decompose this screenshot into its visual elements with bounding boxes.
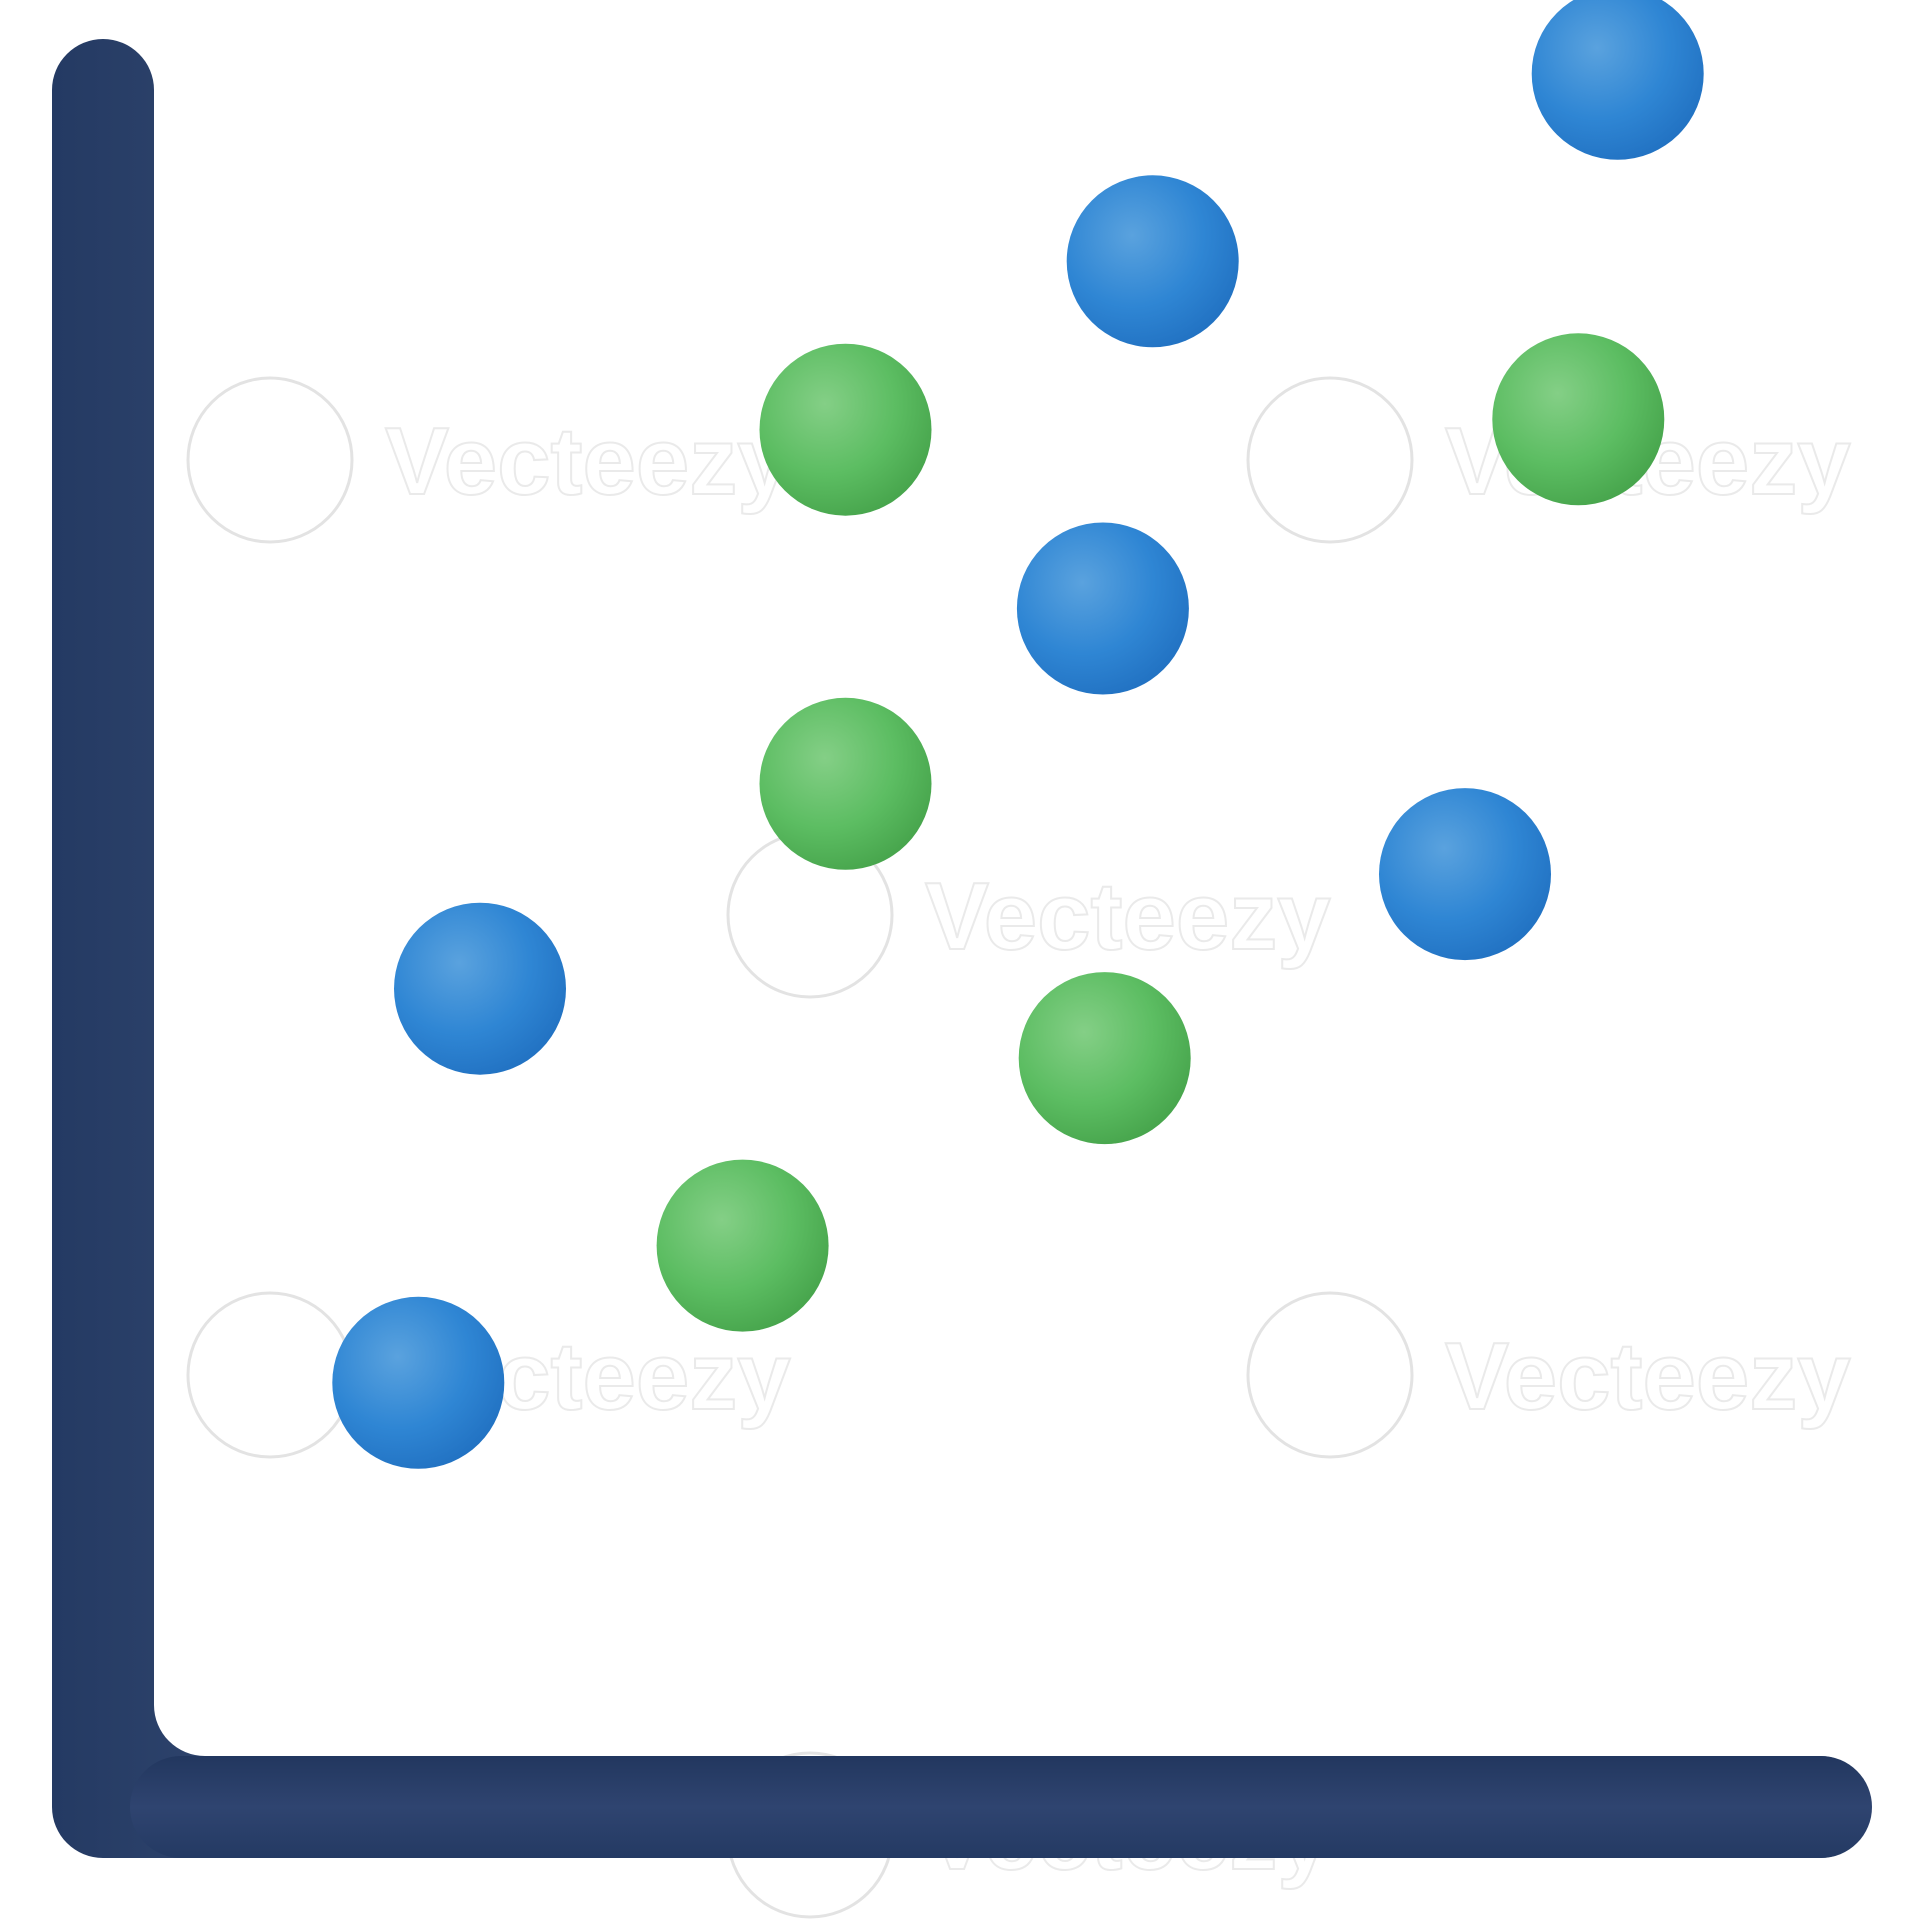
watermark-logo-icon [1246,376,1414,544]
scatter-point-blue [394,902,566,1075]
scatter-point-green [656,1159,829,1332]
scatter-point-blue [1531,0,1704,160]
watermark-logo-icon [186,376,354,544]
scatter-point-blue [1066,175,1239,348]
scatter-point-green [759,697,932,870]
watermark-mark: Vecteezy [186,376,792,544]
watermark-mark: Vecteezy [1246,1291,1852,1459]
scatter-point-green [1018,972,1191,1145]
watermark-logo-icon [186,1291,354,1459]
watermark-text: Vecteezy [385,408,791,515]
data-points [332,0,1704,1469]
scatter-point-green [1492,333,1665,506]
axes [52,39,1872,1858]
watermark-text: Vecteezy [1445,1323,1851,1430]
watermark-logo-icon [1246,1291,1414,1459]
watermark-mark: Vecteezy [726,831,1332,999]
scatter-point-blue [1379,788,1551,961]
watermark-text: Vecteezy [925,863,1331,970]
scatter-point-blue [1016,522,1189,695]
x-axis [130,1756,1872,1858]
scatter-point-blue [332,1296,505,1469]
scatter-point-green [759,343,932,516]
